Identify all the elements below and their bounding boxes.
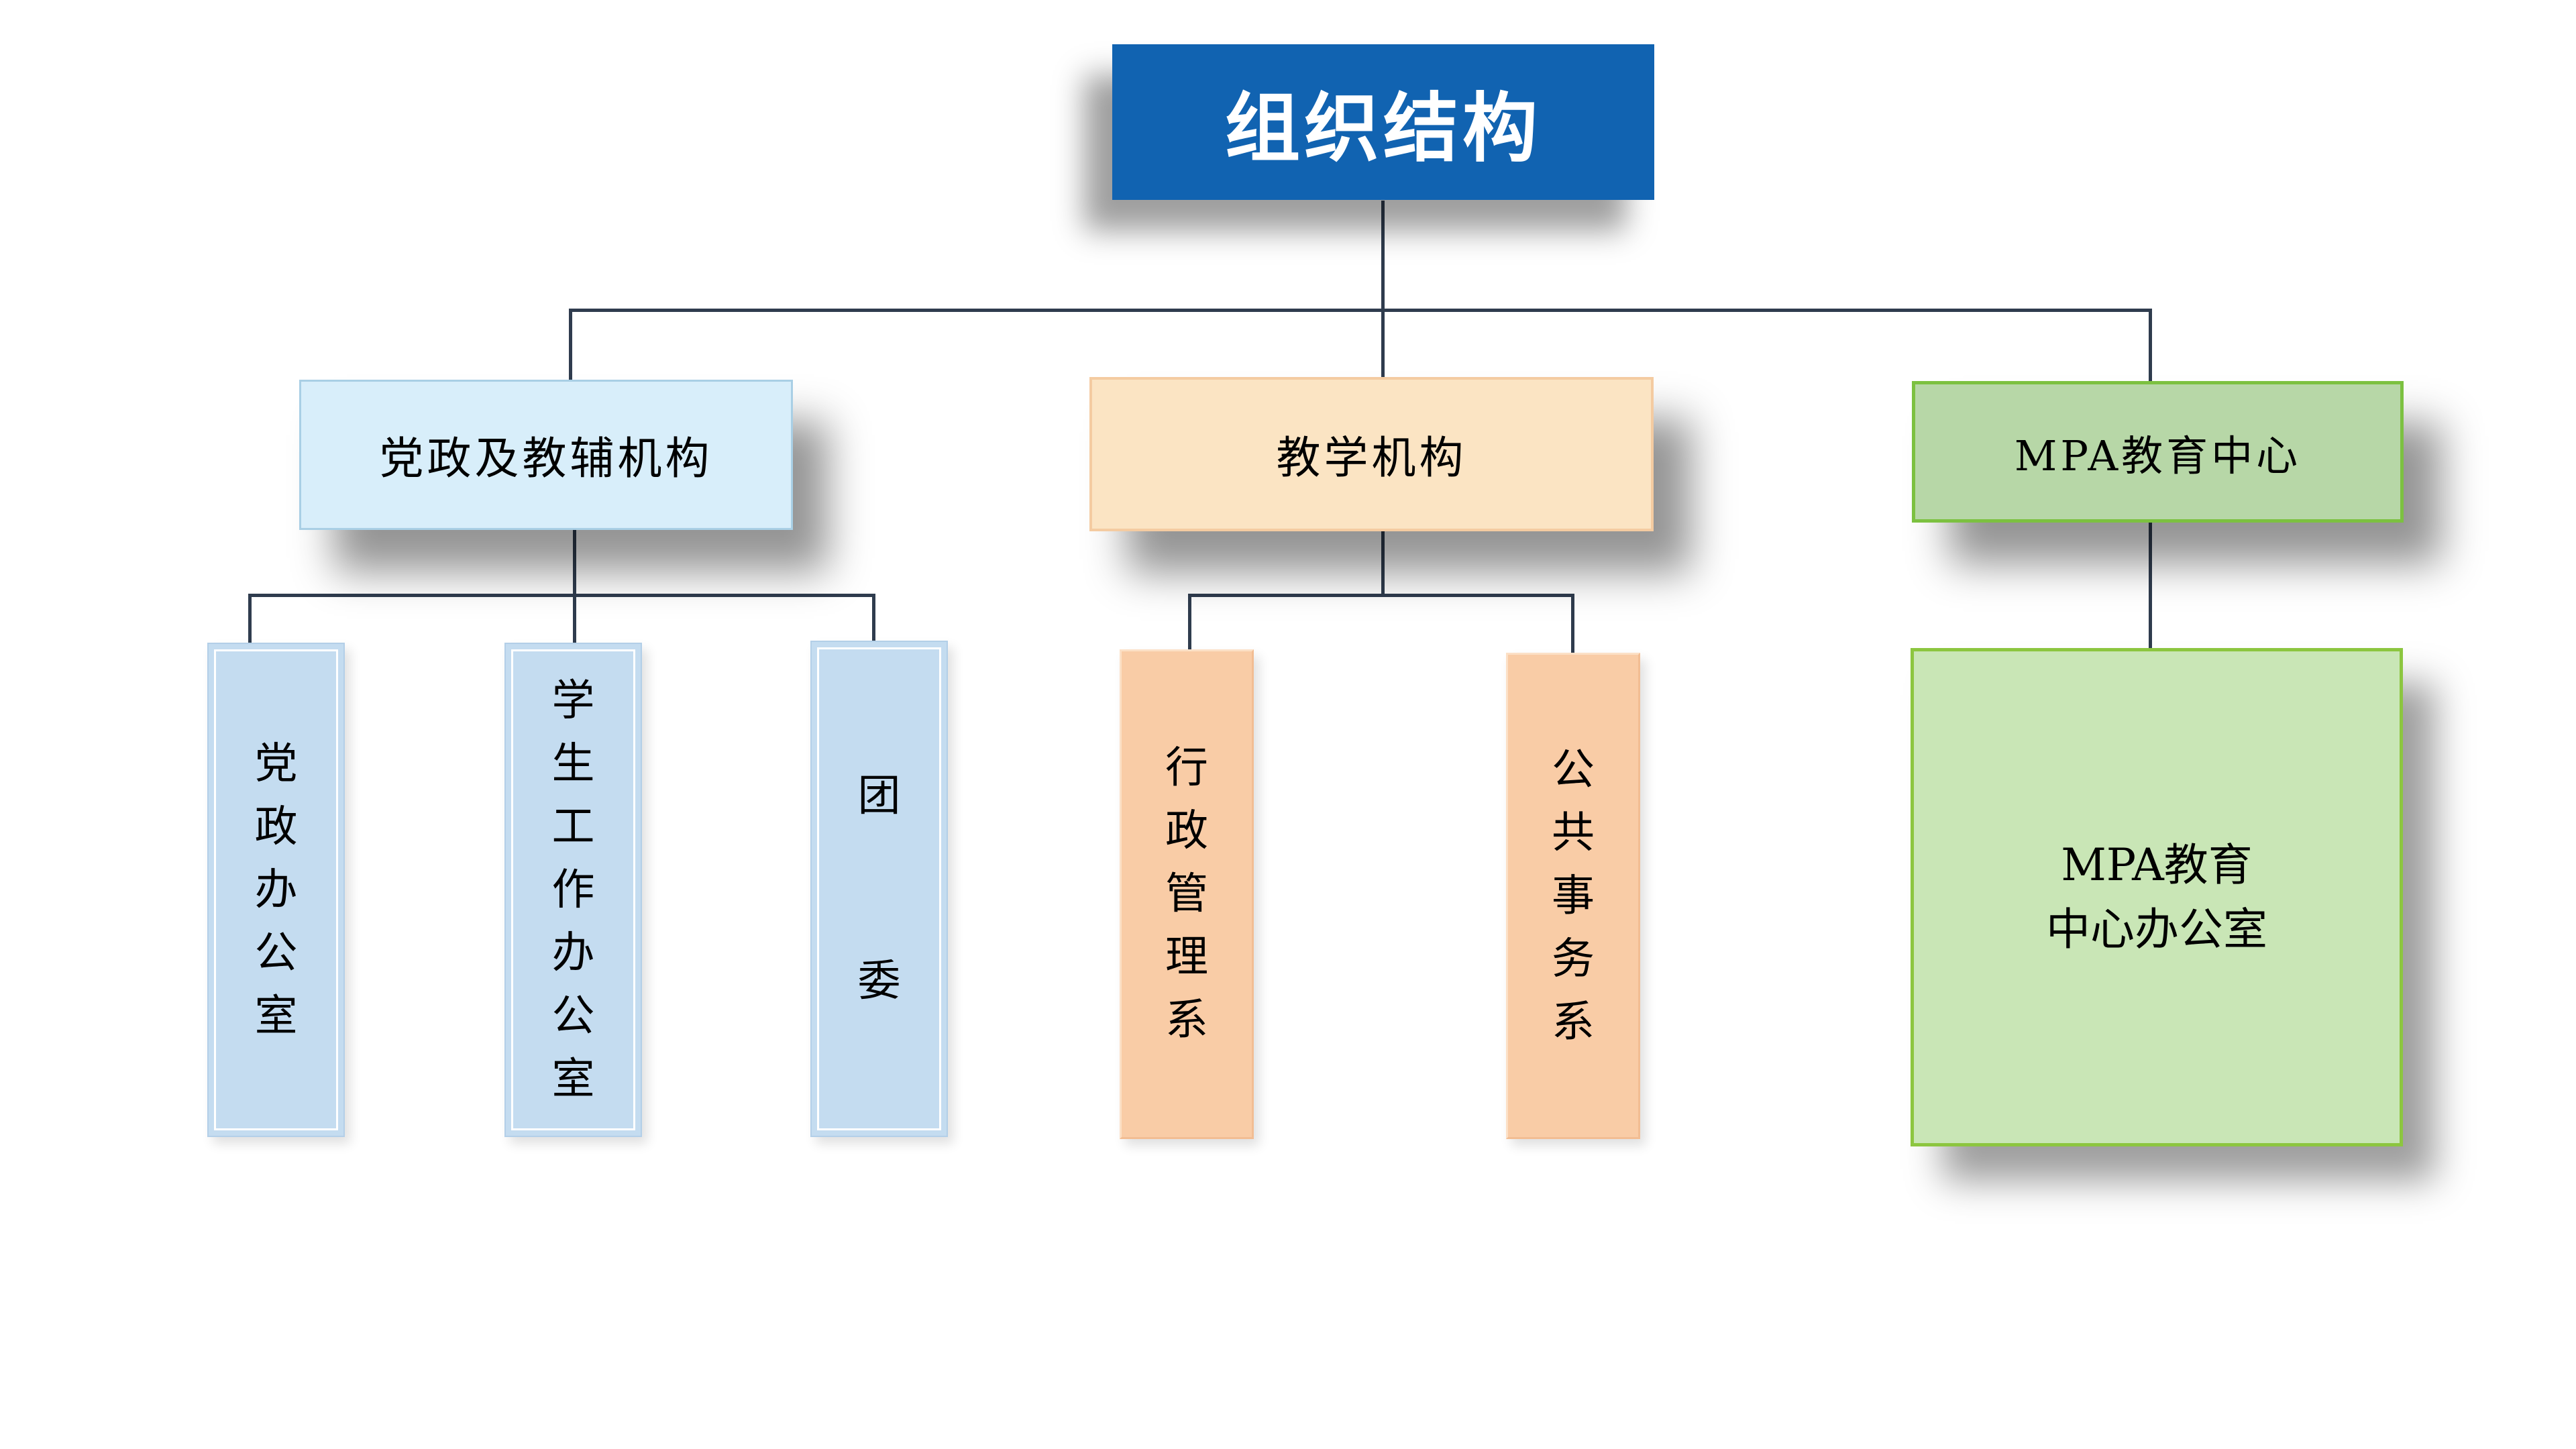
connector-teaching-to-bus [1381,531,1385,595]
org-node-public-affairs-dept: 公共事务系 [1506,653,1640,1139]
org-node-mpa-center-branch: MPA教育中心 [1912,381,2404,523]
org-node-party-admin-branch: 党政及教辅机构 [299,380,793,530]
org-node-teaching-branch: 教学机构 [1089,377,1654,531]
connector-bus-teaching-children [1188,594,1574,597]
connector-bus-party-children [248,594,875,597]
connector-party-to-bus [573,530,576,643]
connector-drop-teaching [1381,309,1385,378]
connector-drop-public-affairs [1571,594,1574,653]
org-node-youth-league: 团委 [810,641,948,1137]
connector-drop-admin-dept [1188,594,1191,649]
connector-root-to-bus [1381,201,1385,310]
org-node-party-office: 党政办公室 [207,643,345,1137]
connector-bus-level2 [569,309,2152,312]
org-node-admin-management-dept: 行政管理系 [1120,649,1254,1139]
connector-drop-mpa [2149,309,2152,382]
org-node-mpa-center-office: MPA教育 中心办公室 [1911,648,2403,1146]
org-node-root-title: 组织结构 [1112,44,1654,200]
connector-drop-party [569,309,572,381]
org-node-student-affairs-office: 学生工作办公室 [504,643,642,1137]
connector-drop-party-office [248,594,252,643]
connector-drop-youth-league [872,594,875,641]
connector-mpa-to-office [2149,523,2152,648]
